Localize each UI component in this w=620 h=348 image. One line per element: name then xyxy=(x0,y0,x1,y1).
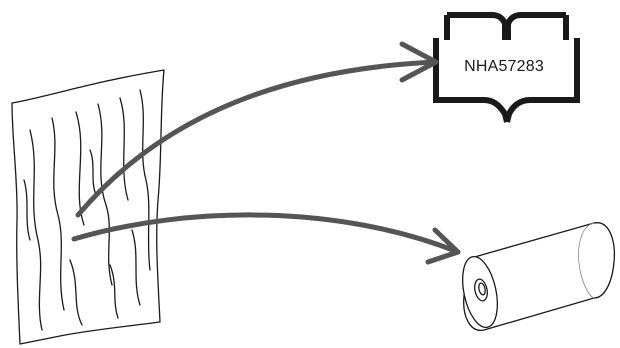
arrow-to-book xyxy=(78,44,436,215)
book-code-label: NHA57283 xyxy=(448,56,560,78)
cylinder-icon xyxy=(457,223,615,331)
arrow-to-cylinder xyxy=(74,215,458,262)
